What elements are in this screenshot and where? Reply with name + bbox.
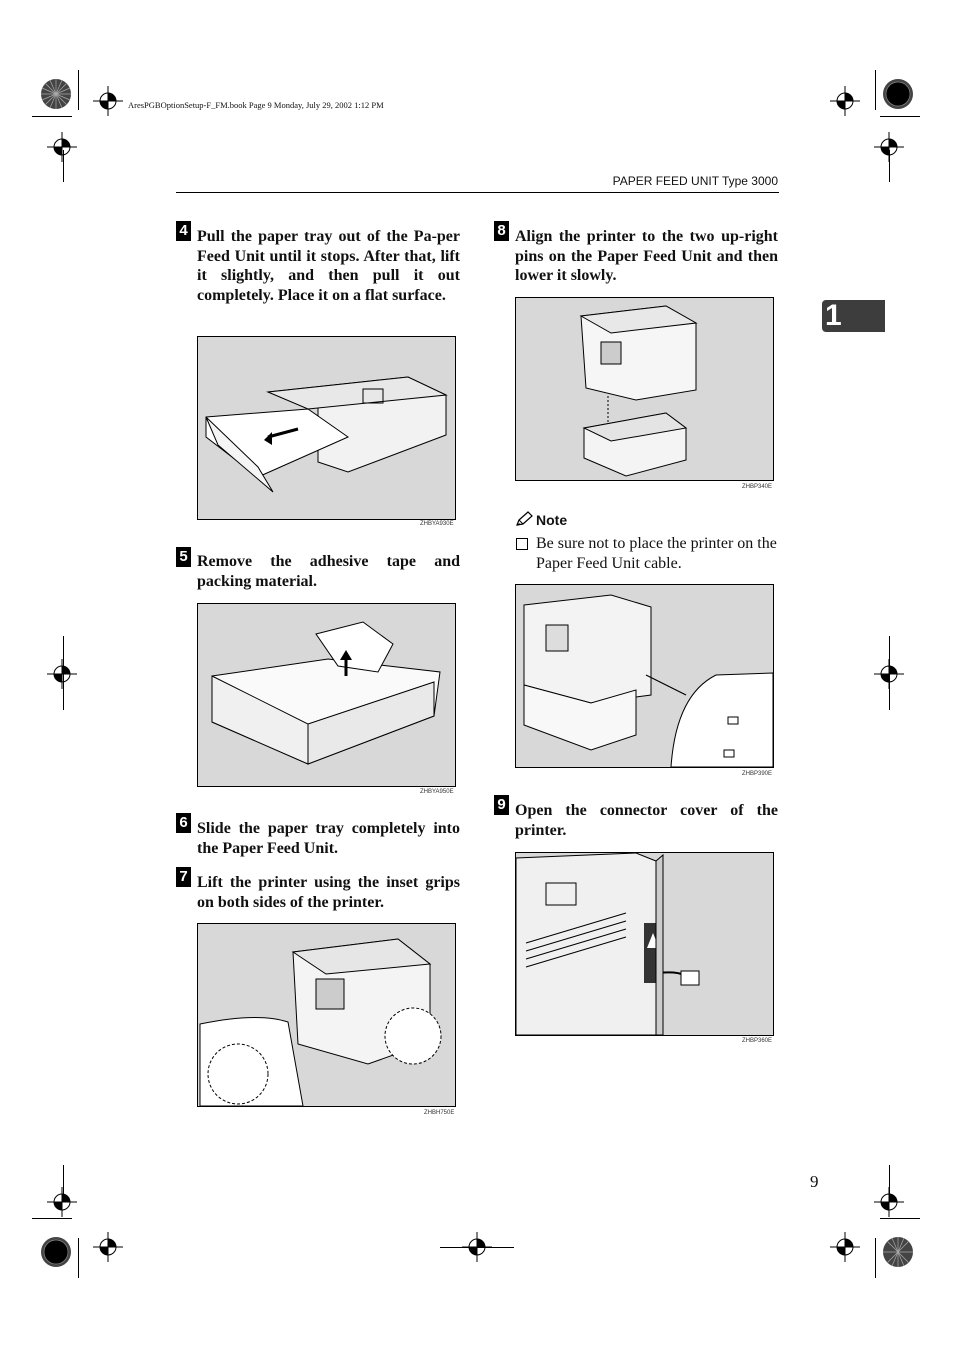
step-instruction: Open the connector cover of the printer. xyxy=(515,802,778,839)
step-instruction: Align the printer to the two up-right pi… xyxy=(515,228,778,284)
figure-pull-paper-tray xyxy=(197,336,456,520)
step-number: 5 xyxy=(176,547,191,567)
step-number: 6 xyxy=(176,813,191,833)
figure-cable-note xyxy=(515,584,774,768)
figure-code: ZHBP360E xyxy=(742,1038,773,1044)
crop-mark xyxy=(880,116,920,117)
page-header-title: PAPER FEED UNIT Type 3000 xyxy=(612,174,778,188)
crop-mark xyxy=(889,1165,890,1197)
note-heading: Note xyxy=(536,512,568,528)
note-item: Be sure not to place the printer on the … xyxy=(536,535,777,572)
figure-code: ZHBP390E xyxy=(742,771,773,777)
registration-mark xyxy=(93,1232,123,1262)
crop-mark xyxy=(875,1238,876,1278)
registration-mark xyxy=(47,1187,77,1217)
step-instruction: Slide the paper tray completely into the… xyxy=(197,820,460,857)
figure-code: ZHBYA930E xyxy=(420,521,454,527)
registration-mark xyxy=(874,1187,904,1217)
pencil-icon xyxy=(515,511,533,527)
crop-mark xyxy=(63,636,64,710)
figure-code: ZHBH750E xyxy=(424,1110,455,1116)
crop-mark xyxy=(63,1165,64,1197)
color-target-mark xyxy=(40,78,72,110)
registration-mark xyxy=(47,132,77,162)
crop-mark xyxy=(440,1247,514,1248)
crop-mark xyxy=(889,150,890,182)
registration-mark xyxy=(830,1232,860,1262)
crop-mark xyxy=(63,150,64,182)
crop-mark xyxy=(889,636,890,710)
chapter-number: 1 xyxy=(825,299,842,332)
crop-mark xyxy=(875,70,876,110)
figure-lift-printer xyxy=(197,923,456,1107)
checkbox-icon xyxy=(516,538,528,550)
figure-align-printer xyxy=(515,297,774,481)
crop-mark xyxy=(32,116,72,117)
crop-mark xyxy=(880,1218,920,1219)
figure-connector-cover xyxy=(515,852,774,1036)
figure-remove-tape xyxy=(197,603,456,787)
book-slug: AresPGBOptionSetup-F_FM.book Page 9 Mond… xyxy=(128,100,384,110)
step-instruction: Remove the adhesive tape and packing mat… xyxy=(197,553,460,590)
color-target-mark xyxy=(882,1236,914,1268)
color-target-mark xyxy=(882,78,914,110)
step-number: 4 xyxy=(176,221,191,241)
figure-code: ZHBP340E xyxy=(742,484,773,490)
crop-mark xyxy=(78,70,79,110)
step-number: 8 xyxy=(494,221,509,241)
registration-mark xyxy=(93,86,123,116)
registration-mark xyxy=(830,86,860,116)
color-target-mark xyxy=(40,1236,72,1268)
step-instruction: Lift the printer using the inset grips o… xyxy=(197,874,460,911)
figure-code: ZHBYA950E xyxy=(420,789,454,795)
chapter-tab: 1 xyxy=(822,299,885,332)
step-number: 9 xyxy=(494,795,509,815)
step-instruction: Pull the paper tray out of the Pa-per Fe… xyxy=(197,228,460,304)
page-number: 9 xyxy=(810,1172,819,1191)
registration-mark xyxy=(47,659,77,689)
crop-mark xyxy=(32,1218,72,1219)
step-number: 7 xyxy=(176,867,191,887)
crop-mark xyxy=(78,1238,79,1278)
header-rule xyxy=(176,192,779,193)
